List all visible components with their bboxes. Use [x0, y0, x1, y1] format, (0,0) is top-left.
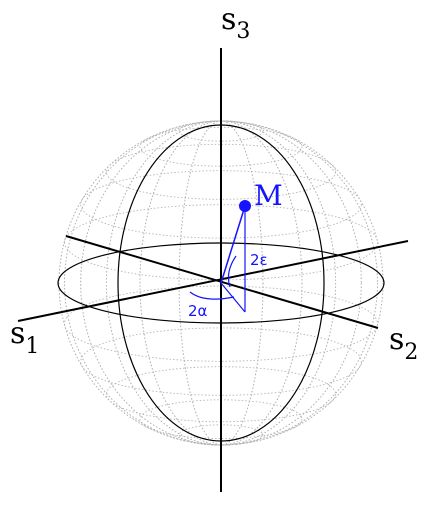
s3-label: s3: [221, 2, 250, 44]
point-m-label: M: [254, 179, 283, 212]
angle-2epsilon-label: 2ε: [250, 251, 268, 269]
s1-axis: [17, 240, 409, 322]
s1-label: s1: [10, 316, 39, 359]
angle-2alpha-label: 2α: [188, 302, 208, 320]
longitude-gridline: [80, 120, 362, 446]
latitude-gridline: [139, 399, 303, 440]
s2-label: s2: [389, 322, 418, 365]
point-m: [239, 200, 251, 212]
latitude-gridline: [105, 366, 337, 423]
vector-om: [220, 205, 246, 284]
alpha-arc: [189, 291, 235, 300]
latitude-gridline: [139, 126, 303, 167]
epsilon-arc: [227, 255, 237, 288]
longitude-gridline: [105, 120, 337, 446]
latitude-gridline: [105, 143, 337, 200]
